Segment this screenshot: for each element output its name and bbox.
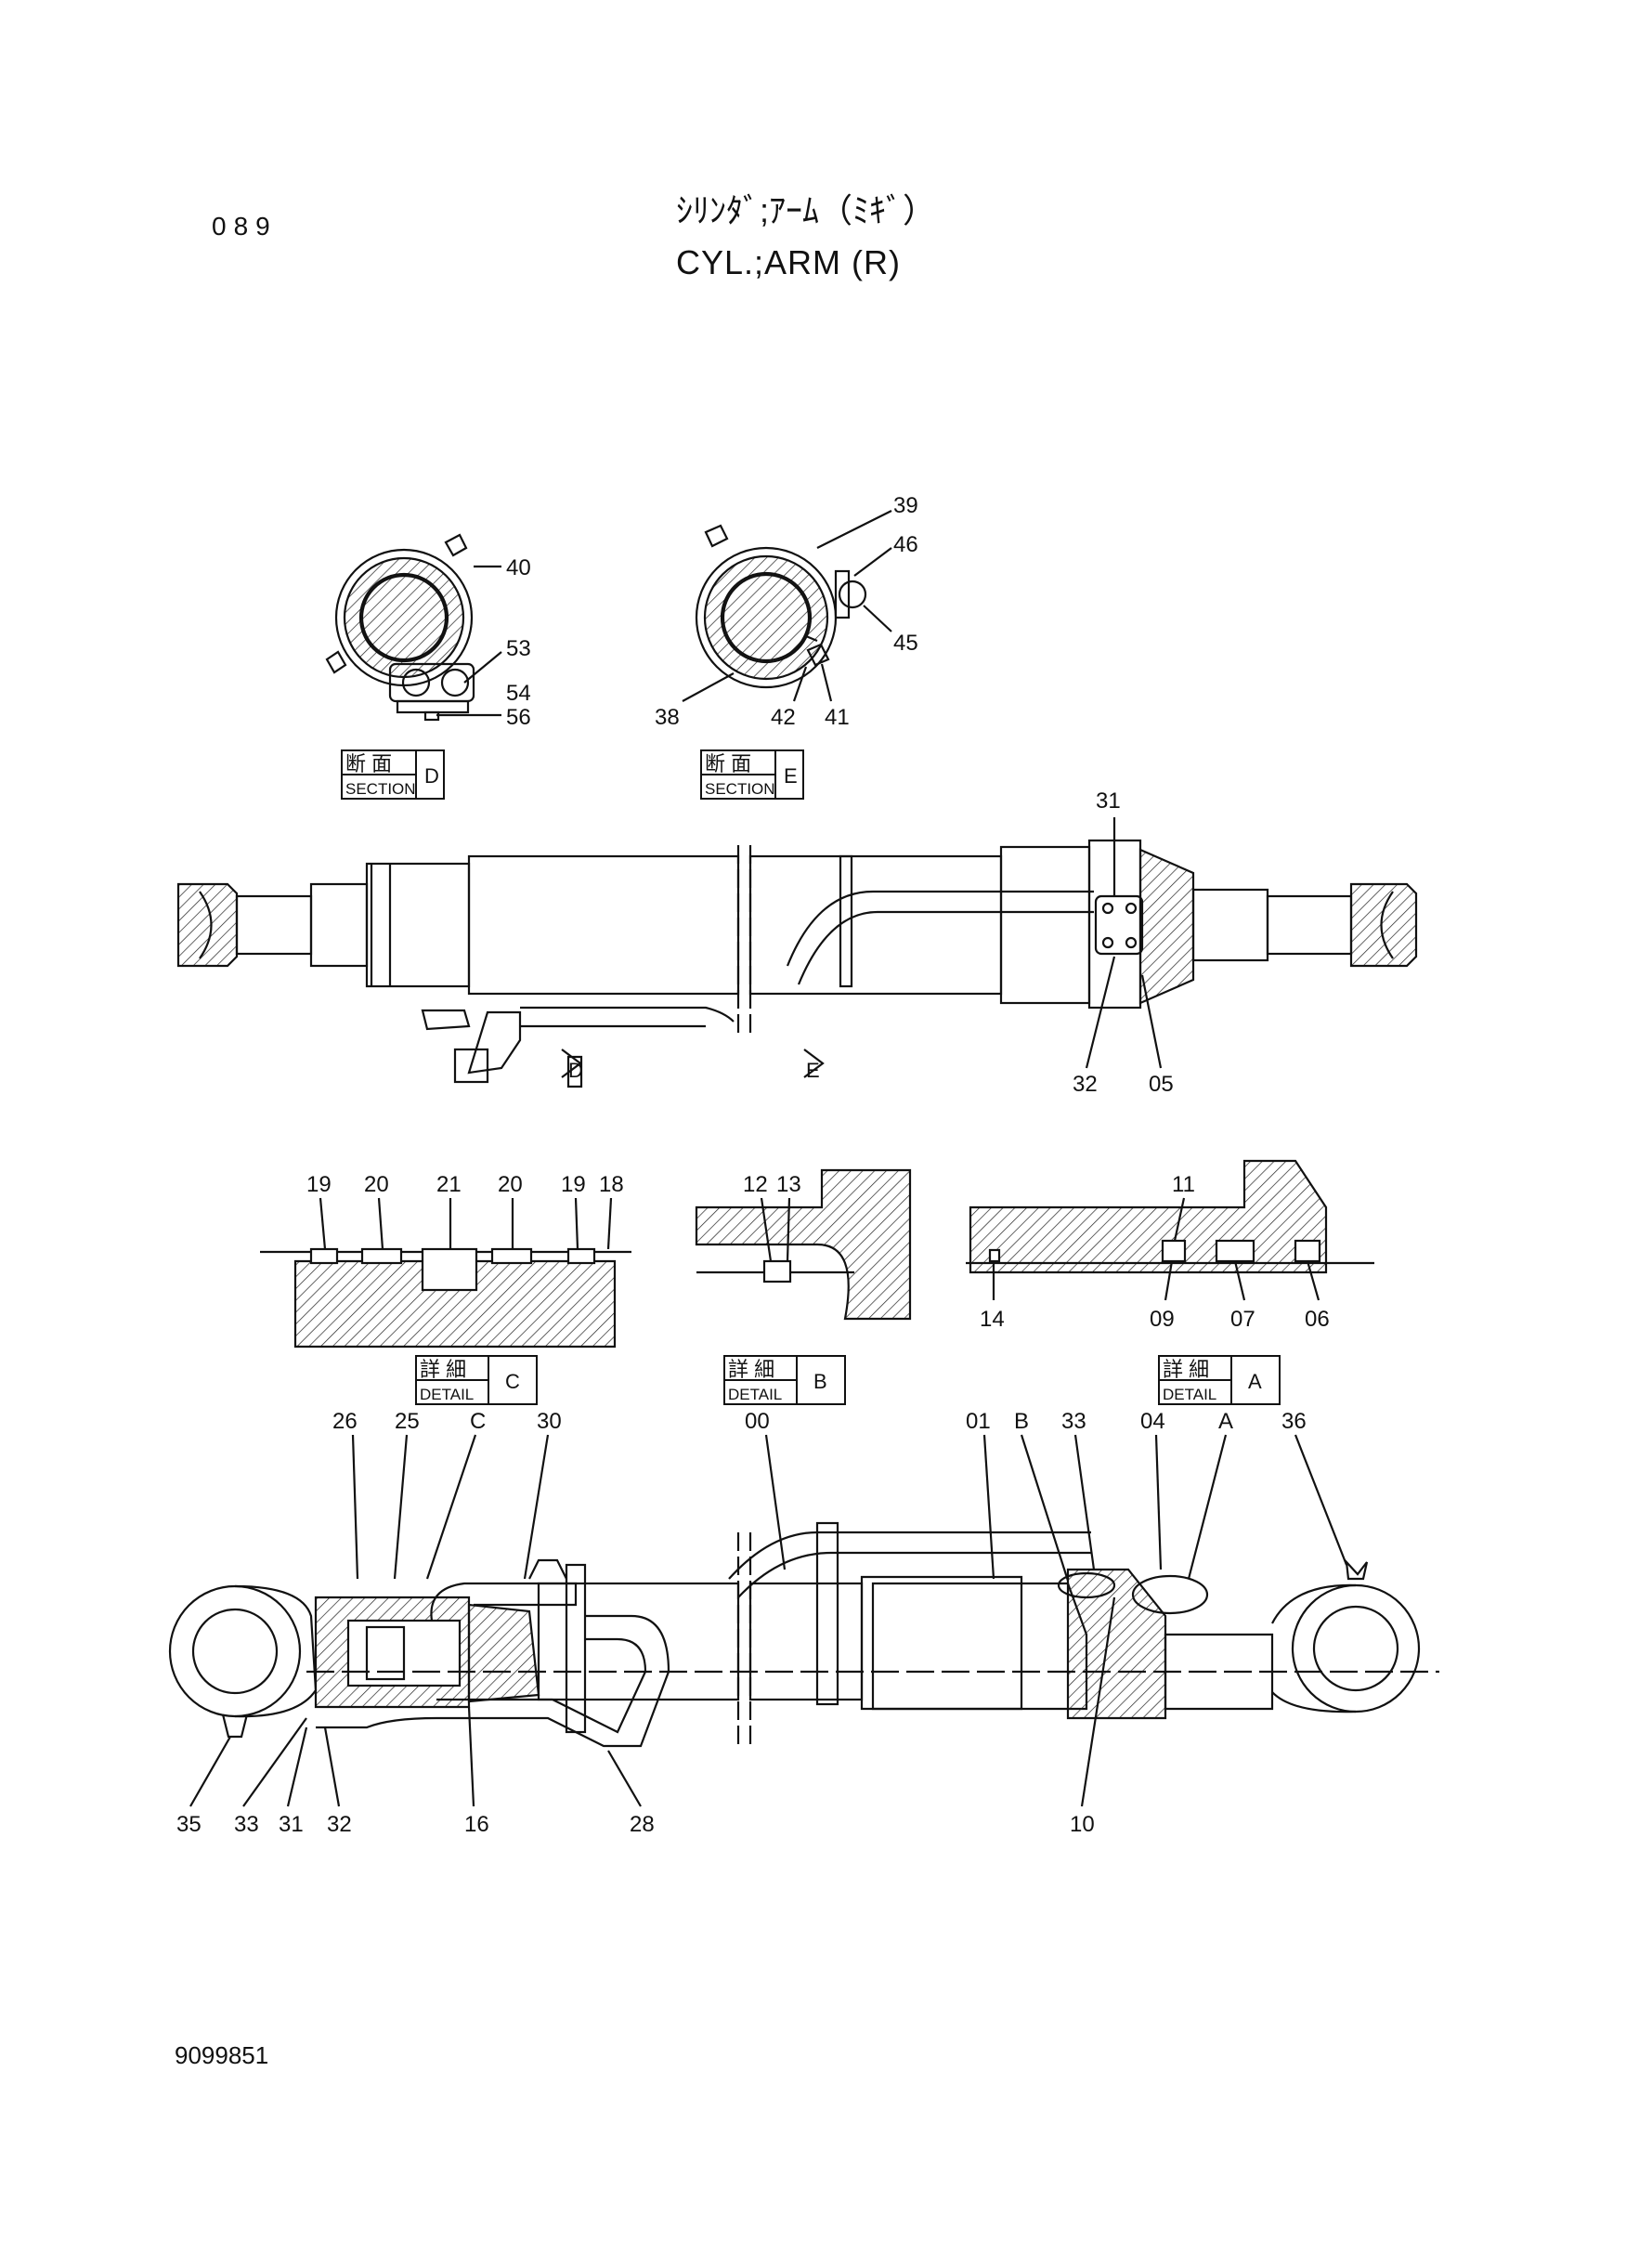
callout-label: 40 [506, 555, 531, 580]
detail-b-view [695, 1168, 912, 1321]
callout-label: 33 [234, 1812, 259, 1837]
callouts-main-view: 26 25 C 30 00 01 B 33 04 A 36 35 33 31 3… [176, 1409, 1307, 1837]
callout-label: 42 [771, 705, 796, 730]
callout-label: 13 [776, 1172, 801, 1197]
callout-label: 19 [306, 1172, 332, 1197]
callout-label: 12 [743, 1172, 768, 1197]
page-title-jp: ｼﾘﾝﾀﾞ;ｱｰﾑ（ﾐｷﾞ） [676, 191, 937, 229]
callout-label: 16 [464, 1812, 489, 1837]
callouts-top-view: 31 32 05 [1073, 788, 1174, 1097]
callout-label: 56 [506, 705, 531, 730]
callout-label: 21 [436, 1172, 462, 1197]
callout-label: 46 [893, 532, 918, 557]
section-d-letter: D [424, 764, 439, 788]
callout-label: A [1218, 1409, 1233, 1434]
main-assembly-view [168, 1434, 1439, 1807]
callout-label: 32 [327, 1812, 352, 1837]
detail-a-letter: A [1248, 1370, 1262, 1393]
callout-label: 18 [599, 1172, 624, 1197]
callout-label: 07 [1230, 1307, 1255, 1332]
page-title-en: CYL.;ARM (R) [676, 243, 902, 281]
detail-c-en: DETAIL [420, 1386, 474, 1403]
section-e-jp: 断 面 [705, 752, 751, 775]
callout-label: 38 [655, 705, 680, 730]
callout-label: 28 [630, 1812, 655, 1837]
callout-label: C [470, 1409, 486, 1434]
callout-label: 10 [1070, 1812, 1095, 1837]
callout-label: 26 [332, 1409, 358, 1434]
callouts-section-d: 40 53 54 56 [506, 555, 531, 730]
callout-label: 35 [176, 1812, 202, 1837]
detail-a-jp: 詳 細 [1163, 1358, 1209, 1381]
callouts-detail-b: 12 13 [743, 1172, 801, 1197]
callout-label: 31 [1096, 788, 1121, 814]
section-e-letter: E [784, 764, 798, 788]
detail-b-letter: B [813, 1370, 827, 1393]
detail-c-letter: C [505, 1370, 520, 1393]
callout-label: 09 [1150, 1307, 1175, 1332]
document-code: 9099851 [175, 2041, 269, 2069]
section-d-view [325, 533, 502, 722]
detail-a-en: DETAIL [1163, 1386, 1216, 1403]
callout-label: 53 [506, 636, 531, 661]
callout-label: 20 [364, 1172, 389, 1197]
callout-label: 14 [980, 1307, 1005, 1332]
callout-label: 31 [279, 1812, 304, 1837]
section-e-en: SECTION [705, 780, 775, 798]
callout-label: 33 [1061, 1409, 1086, 1434]
detail-b-jp: 詳 細 [728, 1358, 774, 1381]
view-arrow-e: E [806, 1059, 820, 1082]
callouts-section-e: 39 46 45 41 42 38 [655, 493, 918, 730]
callout-label: 00 [745, 1409, 770, 1434]
callout-label: 25 [395, 1409, 420, 1434]
detail-c-jp: 詳 細 [420, 1358, 466, 1381]
callout-label: B [1014, 1409, 1029, 1434]
section-d-jp: 断 面 [345, 752, 392, 775]
view-arrow-d: D [568, 1059, 583, 1082]
callouts-detail-c: 19 20 21 20 19 18 [306, 1172, 624, 1197]
callouts-detail-a: 11 14 09 07 06 [980, 1172, 1330, 1332]
callout-label: 41 [825, 705, 850, 730]
callout-label: 45 [893, 631, 918, 656]
callout-label: 32 [1073, 1072, 1098, 1097]
detail-c-view [260, 1197, 631, 1348]
top-view-cylinder [176, 817, 1418, 1088]
callout-label: 06 [1305, 1307, 1330, 1332]
detail-b-en: DETAIL [728, 1386, 782, 1403]
callout-label: 54 [506, 681, 531, 706]
callout-label: 19 [561, 1172, 586, 1197]
callout-label: 39 [893, 493, 918, 518]
callout-label: 36 [1281, 1409, 1307, 1434]
page-number: 089 [212, 212, 278, 241]
detail-a-view [966, 1159, 1374, 1301]
callout-label: 20 [498, 1172, 523, 1197]
section-e-view [682, 510, 892, 702]
callout-label: 30 [537, 1409, 562, 1434]
section-d-en: SECTION [345, 780, 416, 798]
callout-label: 05 [1149, 1072, 1174, 1097]
callout-label: 11 [1172, 1172, 1195, 1197]
callout-label: 01 [966, 1409, 991, 1434]
label-box-texts: 断 面 SECTION D 断 面 SECTION E 詳 細 DETAIL C… [345, 752, 1262, 1403]
callout-label: 04 [1140, 1409, 1165, 1434]
